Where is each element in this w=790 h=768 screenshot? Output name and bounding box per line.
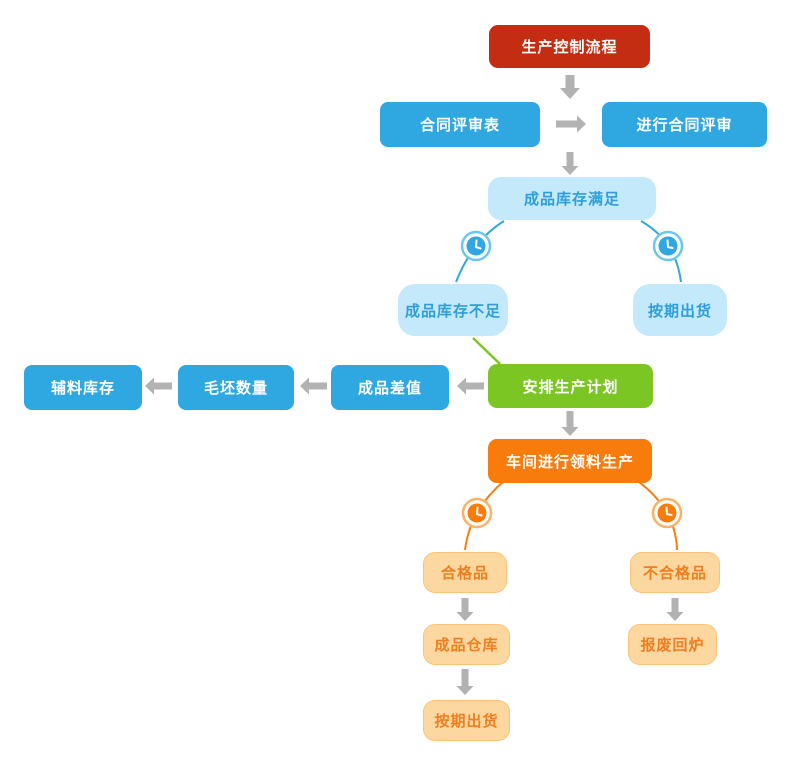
connector-insufficient-to-plan-green bbox=[472, 337, 501, 365]
arrow-qualified-to-warehouse bbox=[456, 598, 474, 621]
clock-icon bbox=[461, 497, 493, 529]
node-finished-stock-sufficient[interactable]: 成品库存满足 bbox=[488, 177, 656, 220]
clock-icon bbox=[652, 230, 684, 262]
clock-icon bbox=[460, 230, 492, 262]
node-finished-stock-insufficient[interactable]: 成品库存不足 bbox=[398, 284, 508, 336]
node-start[interactable]: 生产控制流程 bbox=[489, 25, 650, 68]
node-auxiliary-stock[interactable]: 辅料库存 bbox=[24, 365, 142, 410]
arrow-plan-to-workshop bbox=[561, 411, 579, 436]
arrow-start-down bbox=[560, 75, 580, 99]
arrow-form-to-review bbox=[556, 115, 586, 133]
node-scrap-remelt[interactable]: 报废回炉 bbox=[628, 624, 717, 665]
arrow-review-down bbox=[561, 152, 579, 175]
node-ship-on-schedule-bottom[interactable]: 按期出货 bbox=[423, 700, 510, 741]
arrow-difference-to-blank bbox=[300, 377, 327, 395]
arrow-unqualified-to-scrap bbox=[666, 598, 684, 621]
node-blank-quantity[interactable]: 毛坯数量 bbox=[178, 365, 294, 410]
clock-icon bbox=[651, 497, 683, 529]
arrow-plan-to-difference bbox=[457, 377, 484, 395]
arrow-warehouse-to-ship bbox=[456, 669, 474, 695]
node-ship-on-schedule-top[interactable]: 按期出货 bbox=[633, 284, 727, 336]
arrow-blank-to-auxiliary bbox=[145, 377, 172, 395]
node-unqualified-products[interactable]: 不合格品 bbox=[630, 552, 720, 593]
node-workshop-material-production[interactable]: 车间进行领料生产 bbox=[488, 439, 652, 483]
node-finished-goods-warehouse[interactable]: 成品仓库 bbox=[423, 624, 510, 665]
node-arrange-production-plan[interactable]: 安排生产计划 bbox=[488, 364, 653, 408]
node-qualified-products[interactable]: 合格品 bbox=[423, 552, 507, 593]
node-contract-review-form[interactable]: 合同评审表 bbox=[380, 102, 540, 147]
node-conduct-contract-review[interactable]: 进行合同评审 bbox=[602, 102, 767, 147]
node-finished-goods-difference[interactable]: 成品差值 bbox=[331, 365, 449, 410]
